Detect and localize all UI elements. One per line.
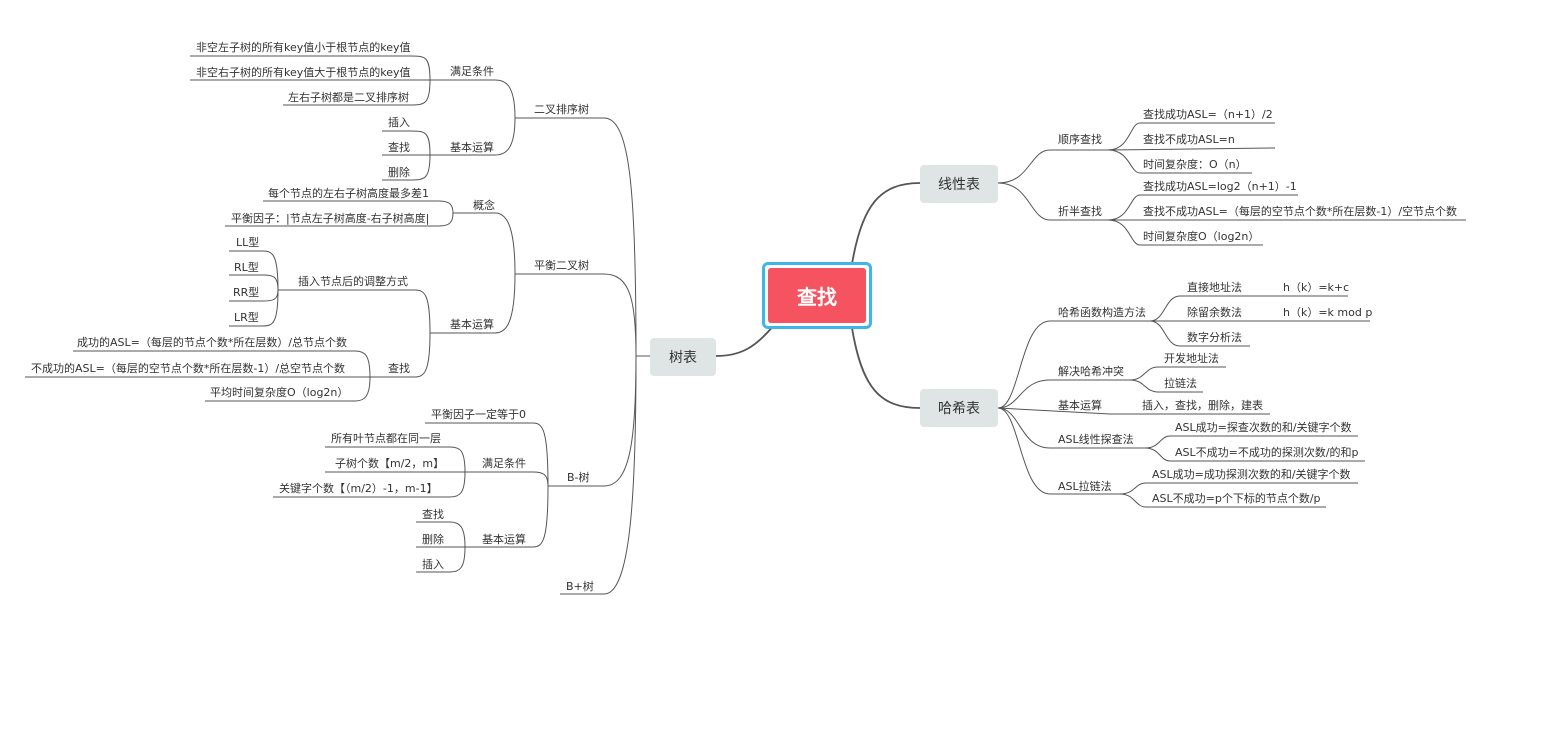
- node-direct-address[interactable]: 直接地址法: [1187, 281, 1242, 294]
- node-division-method[interactable]: 除留余数法: [1187, 306, 1242, 319]
- node-hash-ops[interactable]: 基本运算: [1058, 399, 1102, 412]
- node-bst-cond[interactable]: 满足条件: [450, 65, 494, 78]
- node-division-method-formula[interactable]: h（k）=k mod p: [1283, 306, 1373, 319]
- node-bst-ops[interactable]: 基本运算: [450, 141, 494, 154]
- node-avl-search[interactable]: 查找: [388, 362, 410, 375]
- node-btree-ops[interactable]: 基本运算: [482, 533, 526, 546]
- node-bst-cond-3[interactable]: 左右子树都是二叉排序树: [288, 91, 409, 104]
- root-label: 查找: [768, 268, 866, 323]
- node-bin-fail[interactable]: 查找不成功ASL=（每层的空节点个数*所在层数-1）/空节点个数: [1143, 205, 1458, 218]
- node-hash-construct[interactable]: 哈希函数构造方法: [1058, 306, 1146, 319]
- node-bplus-tree[interactable]: B+树: [566, 580, 594, 593]
- node-bst-insert[interactable]: 插入: [388, 116, 410, 129]
- node-btree-insert[interactable]: 插入: [422, 558, 444, 571]
- node-binary-search[interactable]: 折半查找: [1058, 205, 1102, 218]
- node-sequential-search[interactable]: 顺序查找: [1058, 133, 1102, 146]
- node-chaining[interactable]: 拉链法: [1164, 377, 1197, 390]
- node-avl-search-fail[interactable]: 不成功的ASL=（每层的空节点个数*所在层数-1）/总空节点个数: [31, 362, 346, 375]
- node-avl-adjust[interactable]: 插入节点后的调整方式: [298, 275, 408, 288]
- node-btree-cond[interactable]: 满足条件: [482, 457, 526, 470]
- node-tree-table[interactable]: 树表: [650, 338, 716, 376]
- node-avl-search-success[interactable]: 成功的ASL=（每层的节点个数*所在层数）/总节点个数: [77, 336, 348, 349]
- node-hash-table[interactable]: 哈希表: [920, 389, 998, 427]
- node-chain-fail[interactable]: ASL不成功=p个下标的节点个数/p: [1152, 492, 1321, 505]
- node-bst-cond-2[interactable]: 非空右子树的所有key值大于根节点的key值: [196, 66, 411, 79]
- node-avl-ll[interactable]: LL型: [236, 236, 260, 249]
- node-btree-cond-1[interactable]: 所有叶节点都在同一层: [331, 432, 441, 445]
- node-bst-search[interactable]: 查找: [388, 141, 410, 154]
- node-avl-search-time[interactable]: 平均时间复杂度O（log2n）: [210, 386, 349, 399]
- node-seq-time[interactable]: 时间复杂度：O（n）: [1143, 158, 1247, 171]
- connector-root-linear: [851, 182, 921, 265]
- node-btree[interactable]: B-树: [567, 471, 590, 484]
- connector-root-tree: [715, 324, 775, 357]
- node-digit-analysis[interactable]: 数字分析法: [1187, 331, 1242, 344]
- node-btree-delete[interactable]: 删除: [422, 533, 444, 546]
- node-btree-search[interactable]: 查找: [422, 508, 444, 521]
- node-bst-delete[interactable]: 删除: [388, 166, 410, 179]
- node-avl-rr[interactable]: RR型: [233, 286, 260, 299]
- node-chain-asl[interactable]: ASL拉链法: [1058, 480, 1112, 493]
- node-avl-ops[interactable]: 基本运算: [450, 318, 494, 331]
- node-btree-balance[interactable]: 平衡因子一定等于0: [431, 408, 526, 421]
- node-avl-concept-2[interactable]: 平衡因子：|节点左子树高度-右子树高度|: [231, 212, 430, 225]
- node-avl-concept[interactable]: 概念: [473, 199, 495, 212]
- node-open-address[interactable]: 开发地址法: [1164, 352, 1219, 365]
- node-bst[interactable]: 二叉排序树: [534, 103, 589, 116]
- node-avl-concept-1[interactable]: 每个节点的左右子树高度最多差1: [268, 187, 429, 200]
- node-avl[interactable]: 平衡二叉树: [534, 259, 589, 272]
- root-node[interactable]: 查找: [762, 262, 872, 329]
- node-hash-conflict[interactable]: 解决哈希冲突: [1058, 365, 1124, 378]
- node-btree-cond-3[interactable]: 关键字个数【（m/2）-1，m-1】: [279, 482, 438, 495]
- node-avl-rl[interactable]: RL型: [234, 261, 259, 274]
- node-chain-success[interactable]: ASL成功=成功探测次数的和/关键字个数: [1152, 468, 1351, 481]
- node-btree-cond-2[interactable]: 子树个数【m/2，m】: [335, 457, 445, 470]
- connector-root-hash: [851, 327, 921, 409]
- node-probe-fail[interactable]: ASL不成功=不成功的探测次数/的和p: [1175, 446, 1359, 459]
- node-avl-lr[interactable]: LR型: [234, 311, 259, 324]
- node-seq-success[interactable]: 查找成功ASL=（n+1）/2: [1143, 108, 1273, 121]
- node-seq-fail[interactable]: 查找不成功ASL=n: [1143, 133, 1235, 146]
- node-hash-ops-value[interactable]: 插入，查找，删除，建表: [1142, 399, 1263, 412]
- node-bin-success[interactable]: 查找成功ASL=log2（n+1）-1: [1143, 180, 1297, 193]
- node-probe-success[interactable]: ASL成功=探查次数的和/关键字个数: [1175, 421, 1352, 434]
- node-linear-table[interactable]: 线性表: [920, 165, 998, 203]
- node-linear-probe[interactable]: ASL线性探查法: [1058, 433, 1134, 446]
- node-direct-address-formula[interactable]: h（k）=k+c: [1283, 281, 1350, 294]
- node-bin-time[interactable]: 时间复杂度O（log2n）: [1143, 230, 1260, 243]
- node-bst-cond-1[interactable]: 非空左子树的所有key值小于根节点的key值: [196, 41, 411, 54]
